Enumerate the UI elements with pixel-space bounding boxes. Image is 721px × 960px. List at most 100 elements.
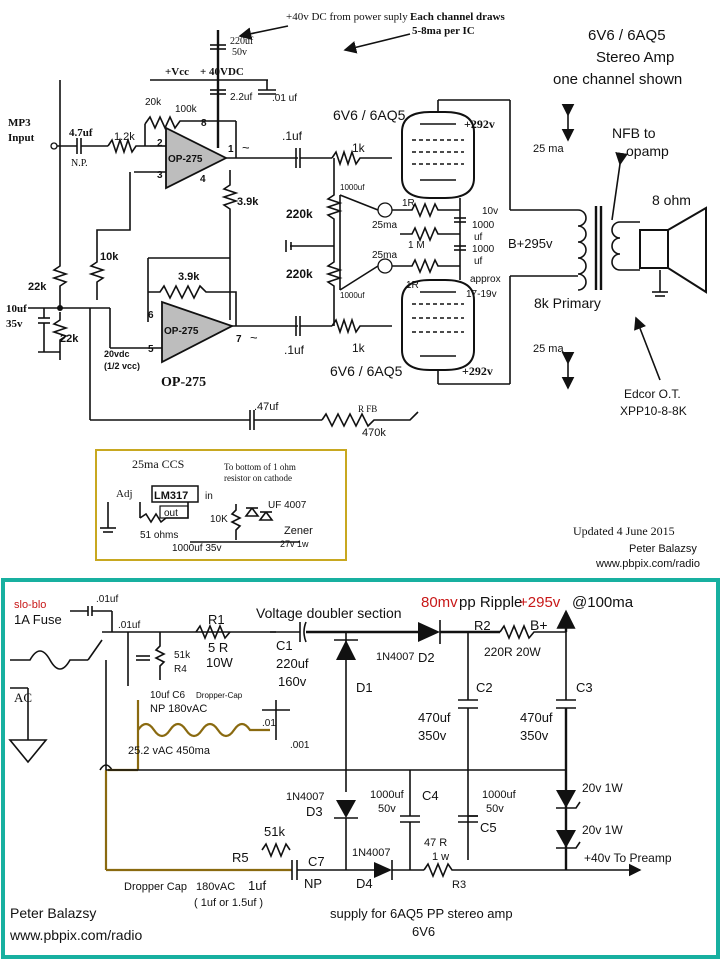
resistor-1r-b-label: 1R [406,280,419,291]
resistor-100k-label: 100k [175,104,198,115]
np-label: N.P. [71,158,88,169]
ripple-d: @100ma [572,594,634,611]
c4-value: 1000uf [370,789,405,801]
cap-1000uf-b-label: 1000uf [340,291,365,300]
dropper-label-2: 180vAC [196,881,235,893]
r2-value: 220R 20W [484,645,541,659]
resistor-1r-a-label: 1R [402,198,415,209]
vcc-label: +Vcc [165,66,189,78]
c4-label: C4 [422,788,439,803]
resistor-20k-label: 20k [145,97,162,108]
cap-uf-b-label: uf [474,256,483,267]
cap-01uf-b-label: .01uf [118,620,140,631]
amplifier-schematic: +40v DC from power suply Each channel dr… [6,11,707,570]
cap-uf-a-label: uf [474,232,483,243]
ccs-out-label: out [164,508,178,519]
updated-label: Updated 4 June 2015 [573,524,675,538]
ccs-adj-label: Adj [116,488,133,500]
c3-label: C3 [576,680,593,695]
resistor-1m-label: 1 M [408,240,425,251]
power-supply-schematic: slo-blo 1A Fuse .01uf .01uf R1 5 R 10W 5… [1,578,720,959]
to-preamp-label: +40v To Preamp [584,851,672,865]
r1-value: 5 R [208,640,228,655]
nfb-label-1: NFB to [612,125,656,141]
bplus-label: B+ [530,617,548,633]
doubler-label: Voltage doubler section [256,605,402,621]
ccs-title: 25ma CCS [132,457,184,471]
resistor-220k-b-label: 220k [286,267,313,281]
author-top: Peter Balazsy [629,543,697,555]
resistor-1k-a-label: 1k [352,141,366,155]
c2-value: 470uf [418,710,451,725]
tube-bottom [401,279,475,371]
resistor-10k-label: 10k [100,251,119,263]
svg-text:~: ~ [242,140,250,155]
dropper-label-3: 1uf [248,878,266,893]
opamp-bottom-symbol [161,300,235,364]
cap-220uf-voltage: 50v [232,47,247,58]
resistor-470k-label: 470k [362,427,386,439]
cap-47uf-label: .47uf [254,401,279,413]
tube-top [401,111,475,199]
d3-part: 1N4007 [286,791,325,803]
pin-2: 2 [157,138,163,149]
c1-voltage: 160v [278,674,307,689]
c5-label: C5 [480,820,497,835]
resistor-220k-a-label: 220k [286,207,313,221]
cap-01-c-label: .01 [262,718,276,729]
primary-label: 8k Primary [534,295,601,311]
r3-label: R3 [452,879,466,891]
cap-01uf-label: .01 uf [272,93,297,104]
r4-label: R4 [174,664,187,675]
d4-label: D4 [356,876,373,891]
svg-text:~: ~ [250,330,258,345]
rfb-label: R FB [358,404,377,414]
c3-voltage: 350v [520,728,549,743]
ccs-inset: 25ma CCS To bottom of 1 ohm resistor on … [95,449,347,561]
vdc-20-label: 20vdc [104,349,130,359]
plate-v-bottom: +292v [462,364,493,378]
pin-5: 5 [148,344,154,355]
output-transformer [577,206,640,291]
cap-1uf-b-label: .1uf [284,343,305,357]
tube-top-label: 6V6 / 6AQ5 [333,107,406,123]
d1-label: D1 [356,680,373,695]
ccs-25ma-b-label: 25ma [372,250,397,261]
ccs-zener-label: Zener [284,525,313,537]
supply-frame [1,578,720,959]
resistor-3-9k-a-label: 3.9k [237,196,259,208]
half-vcc-label: (1/2 vcc) [104,361,140,371]
ripple-b: pp Ripple [459,594,522,611]
c6-label-2: Dropper-Cap [196,691,243,700]
lm317-label: LM317 [154,490,188,502]
ccs-uf4007-label: UF 4007 [268,500,307,511]
ccs-25ma-a-label: 25ma [372,220,397,231]
pin-4: 4 [200,174,206,185]
opamp-top-symbol [165,126,229,190]
amp-title-channel: one channel shown [553,71,682,88]
author-bottom: Peter Balazsy [10,905,96,921]
d1-part: 1N4007 [376,651,415,663]
edcor-label-1: Edcor O.T. [624,387,681,401]
ac-label: AC [14,690,32,705]
resistor-22k-a-label: 22k [28,281,47,293]
cap-10uf-label: 10uf [6,303,27,315]
d4-part: 1N4007 [352,847,391,859]
draw-note-1: Each channel draws [410,11,505,23]
speaker-icon [639,206,707,294]
fuse-label-2: 1A Fuse [14,612,62,627]
ccs-note-2: resistor on cathode [224,473,292,483]
amp-title-tubes: 6V6 / 6AQ5 [588,27,666,44]
supply-note: +40v DC from power suply [286,11,408,23]
supply-caption-tube: 6V6 [412,924,435,939]
plate-v-top: +292v [464,117,495,131]
pin-3: 3 [157,170,163,181]
mp3-label: MP3 [8,117,31,129]
amp-title-stereo: Stereo Amp [596,49,674,66]
resistor-3-9k-b-label: 3.9k [178,271,200,283]
c1-value: 220uf [276,656,309,671]
ma25-b-label: 25 ma [533,343,564,355]
ccs-10k-label: 10K [210,514,228,525]
cap-1uf-a-label: .1uf [282,129,303,143]
pin-8: 8 [201,118,207,129]
